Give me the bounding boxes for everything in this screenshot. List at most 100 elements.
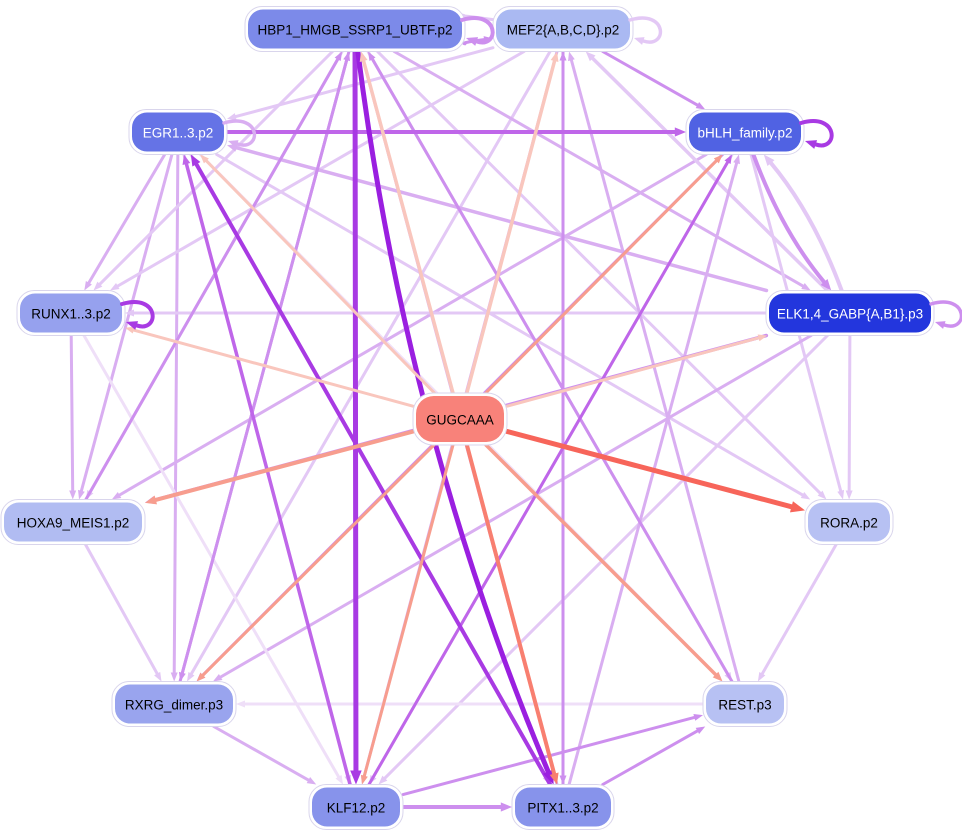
edge-arrowhead bbox=[724, 154, 733, 165]
self-loop-line bbox=[628, 16, 663, 44]
edge-arrowhead bbox=[111, 491, 122, 500]
edge-egr1-bhlh bbox=[225, 127, 686, 137]
edge-line bbox=[505, 335, 762, 408]
edge-line bbox=[200, 443, 436, 679]
node-mef2[interactable]: MEF2{A,B,C,D}.p2 bbox=[492, 6, 634, 52]
self-loop-egr1 bbox=[222, 119, 257, 148]
node-label: RUNX1..3.p2 bbox=[31, 307, 111, 322]
node-gug[interactable]: GUGCAAA bbox=[412, 392, 508, 446]
edge-arrowhead bbox=[713, 154, 723, 164]
node-body bbox=[416, 396, 504, 442]
edge-arrowhead bbox=[757, 671, 766, 682]
edge-arrowhead bbox=[789, 501, 805, 513]
edge-line bbox=[203, 157, 436, 395]
edge-elk-bhlh bbox=[763, 154, 844, 293]
node-label: ELK1,4_GABP{A,B1}.p3 bbox=[777, 307, 923, 322]
self-loop-line bbox=[222, 119, 257, 147]
edge-pitx-bhlh bbox=[567, 154, 740, 786]
edge-arrowhead bbox=[359, 51, 368, 63]
edge-line bbox=[83, 543, 160, 677]
edge-arrowhead bbox=[335, 774, 344, 785]
edge-elk-runx bbox=[125, 309, 768, 317]
node-pitx[interactable]: PITX1..3.p2 bbox=[511, 784, 615, 830]
edge-klf-pitx bbox=[401, 802, 512, 812]
edge-pitx-mef2 bbox=[559, 51, 567, 786]
edge-line bbox=[847, 334, 852, 495]
edge-arrowhead bbox=[733, 154, 740, 165]
edge-arrowhead bbox=[693, 714, 703, 721]
node-runx[interactable]: RUNX1..3.p2 bbox=[16, 290, 126, 336]
edge-gug-bhlh bbox=[484, 154, 723, 395]
edge-rest-mef2 bbox=[568, 51, 741, 683]
edge-arrowhead bbox=[109, 282, 120, 291]
edge-arrowhead bbox=[805, 140, 818, 149]
node-hoxa[interactable]: HOXA9_MEIS1.p2 bbox=[0, 499, 146, 545]
node-bhlh[interactable]: bHLH_family.p2 bbox=[685, 109, 805, 155]
edge-arrowhead bbox=[550, 51, 559, 63]
node-rora[interactable]: RORA.p2 bbox=[804, 499, 894, 545]
self-loop-elk bbox=[929, 300, 962, 329]
edge-arrowhead bbox=[757, 334, 768, 342]
edge-line bbox=[212, 725, 312, 783]
edge-hbp1-rxrg bbox=[178, 50, 351, 682]
self-loop-hbp1 bbox=[460, 16, 495, 46]
edge-line bbox=[361, 57, 455, 395]
edge-line bbox=[759, 543, 838, 677]
edge-arrowhead bbox=[800, 491, 811, 500]
edge-arrowhead bbox=[306, 777, 317, 785]
edge-line bbox=[376, 50, 823, 497]
edge-arrowhead bbox=[360, 774, 368, 785]
self-loop-runx bbox=[120, 300, 155, 330]
node-label: HOXA9_MEIS1.p2 bbox=[17, 516, 130, 531]
edge-rest-hbp1 bbox=[368, 51, 734, 683]
node-egr1[interactable]: EGR1..3.p2 bbox=[128, 109, 228, 155]
edge-arrowhead bbox=[466, 37, 479, 46]
edge-gug-elk bbox=[505, 334, 768, 408]
node-hbp1[interactable]: HBP1_HMGB_SSRP1_UBTF.p2 bbox=[244, 6, 466, 52]
edge-elk-rxrg bbox=[212, 334, 813, 682]
node-rest[interactable]: REST.p3 bbox=[702, 681, 788, 727]
edge-arrowhead bbox=[378, 775, 388, 785]
edge-mef2-rxrg bbox=[186, 50, 552, 682]
edge-line bbox=[232, 145, 769, 293]
edge-arrowhead bbox=[125, 326, 135, 334]
edge-line bbox=[69, 334, 75, 495]
edge-egr1-hoxa bbox=[78, 153, 174, 500]
edge-elk-klf bbox=[378, 334, 829, 785]
edge-arrowhead bbox=[182, 154, 191, 166]
edge-pitx-egr1 bbox=[190, 154, 553, 787]
edge-line bbox=[180, 50, 351, 677]
edge-arrowhead bbox=[78, 489, 85, 500]
edge-line bbox=[768, 161, 844, 293]
edge-line bbox=[465, 57, 557, 395]
edge-arrowhead bbox=[935, 321, 946, 329]
edge-arrowhead bbox=[801, 282, 811, 291]
edge-line bbox=[370, 56, 734, 683]
edge-gug-hbp1 bbox=[359, 51, 455, 395]
node-rxrg[interactable]: RXRG_dimer.p3 bbox=[111, 681, 237, 727]
edge-hbp1-rora bbox=[376, 50, 827, 500]
node-label: PITX1..3.p2 bbox=[527, 801, 598, 816]
edge-line bbox=[462, 38, 486, 46]
node-body bbox=[115, 684, 233, 724]
edge-bhlh-elk bbox=[751, 152, 832, 291]
edge-arrowhead bbox=[236, 700, 245, 708]
edge-line bbox=[79, 153, 174, 495]
edge-egr1-rxrg bbox=[170, 153, 180, 682]
edge-arrowhead bbox=[763, 154, 775, 167]
node-body bbox=[132, 112, 224, 152]
edge-line bbox=[217, 334, 813, 680]
node-elk[interactable]: ELK1,4_GABP{A,B1}.p3 bbox=[765, 290, 935, 336]
edge-arrowhead bbox=[200, 154, 209, 164]
edge-layer bbox=[69, 11, 853, 812]
edge-line bbox=[86, 153, 167, 286]
node-klf[interactable]: KLF12.p2 bbox=[308, 784, 404, 830]
node-label: EGR1..3.p2 bbox=[143, 126, 214, 141]
node-body bbox=[4, 502, 142, 542]
node-body bbox=[248, 9, 462, 49]
node-layer: HBP1_HMGB_SSRP1_UBTF.p2 MEF2{A,B,C,D}.p2E… bbox=[0, 6, 935, 830]
edge-pitx-rest bbox=[601, 726, 706, 786]
edge-arrowhead bbox=[568, 51, 575, 62]
edge-gug-rxrg bbox=[196, 443, 436, 682]
